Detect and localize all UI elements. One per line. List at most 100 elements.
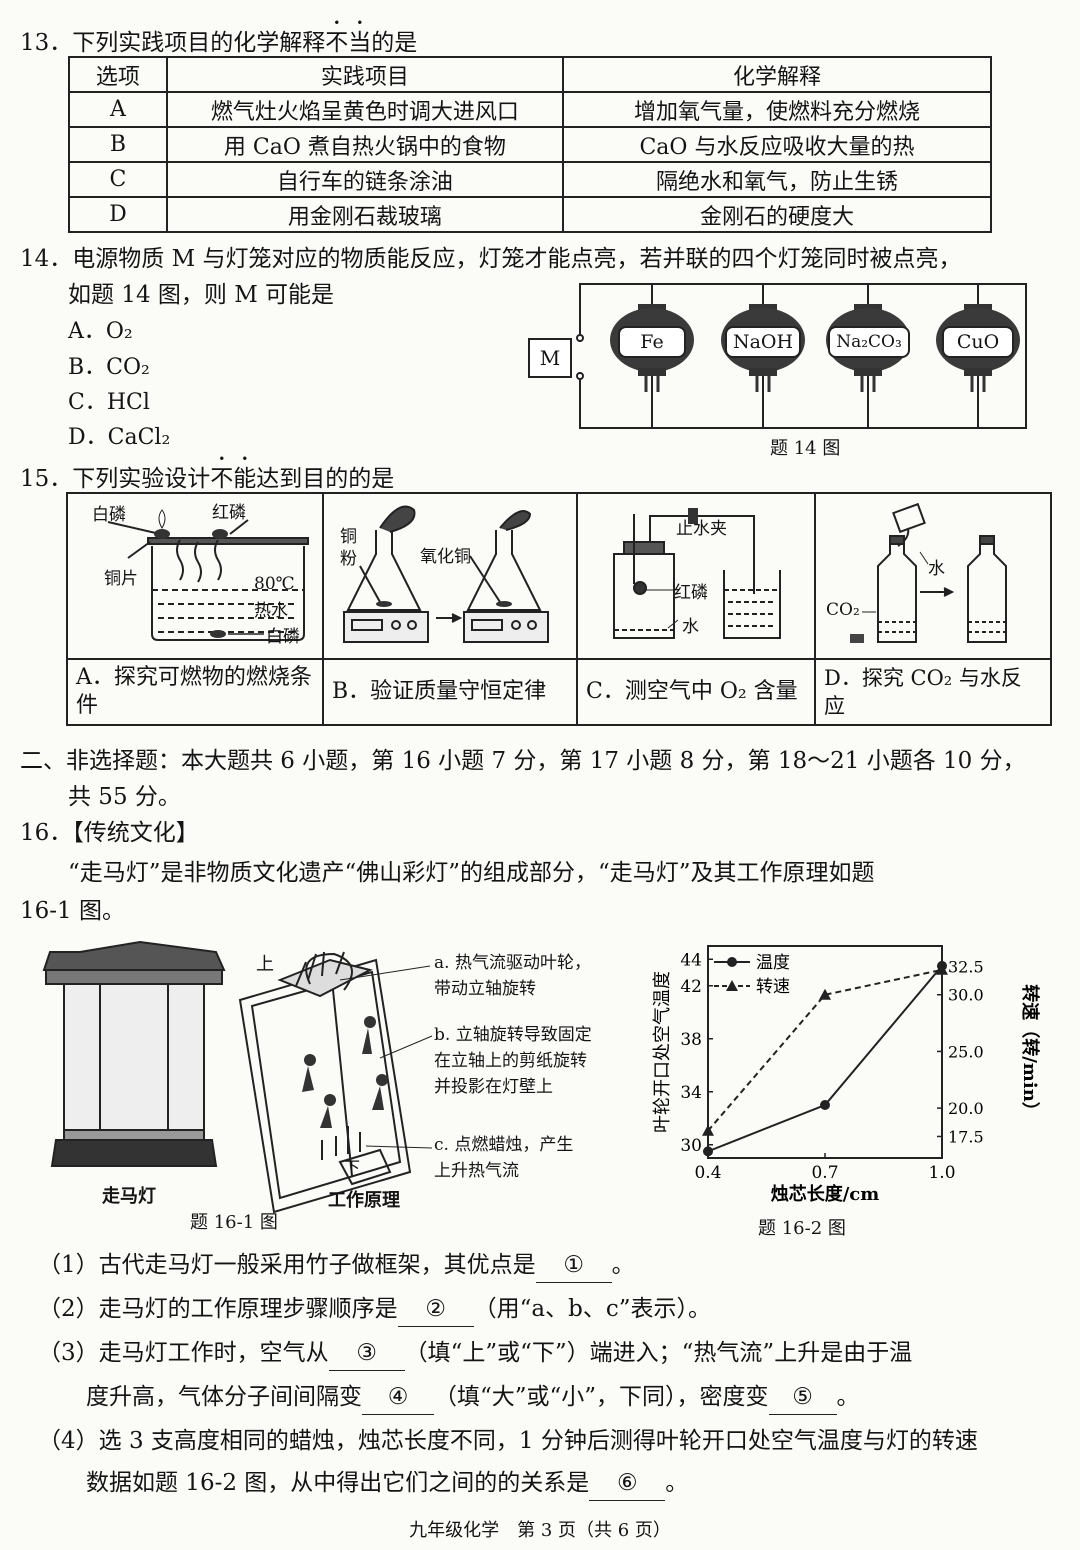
label-copper-oxide: 氧化铜	[420, 547, 471, 567]
q13-header-option: 选项	[68, 56, 168, 93]
label-copper-powder-1: 铜	[340, 527, 357, 547]
cell: C	[68, 161, 168, 198]
q15-caption-a: A．探究可燃物的燃烧条件	[66, 658, 324, 726]
label-hot-water: 热水	[254, 601, 288, 621]
power-source-box: M	[528, 338, 572, 378]
answer-blank-2[interactable]: ②	[397, 1292, 474, 1327]
y-tick-label: 42	[680, 977, 702, 997]
table-row: B 用 CaO 煮自热火锅中的食物 CaO 与水反应吸收大量的热	[68, 126, 993, 163]
q14-option-d: D．CaCl₂	[68, 425, 171, 450]
legend-label-1: 温度	[756, 953, 790, 973]
q15-stem: 15．下列实验设计不能达到目的的是	[20, 466, 395, 492]
legend-marker-1	[727, 957, 737, 967]
q16-intro-line2: 16-1 图。	[20, 898, 125, 924]
answer-blank-5[interactable]: ⑤	[768, 1380, 837, 1415]
lantern-label-fe: Fe	[618, 326, 686, 358]
q14-option-c: C．HCl	[68, 390, 150, 415]
section2-heading-line2: 共 55 分。	[68, 784, 181, 810]
label-water-clamp: 止水夹	[676, 519, 727, 539]
cell: 隔绝水和氧气，防止生锈	[561, 161, 993, 198]
answer-blank-6[interactable]: ⑥	[589, 1466, 666, 1501]
cell: 用 CaO 煮自热火锅中的食物	[165, 126, 564, 163]
y-tick-label: 34	[680, 1083, 702, 1103]
answer-blank-1[interactable]: ①	[535, 1248, 612, 1283]
data-point-1	[820, 1100, 830, 1110]
figure-16-1-caption: 题 16-1 图	[190, 1212, 278, 1233]
step-b-text: b. 立轴旋转导致固定在立轴上的剪纸旋转并投影在灯壁上	[434, 1025, 592, 1097]
answer-blank-3[interactable]: ③	[328, 1336, 405, 1371]
y2-tick-label: 32.5	[948, 957, 984, 976]
paper-cut-figures	[302, 1016, 388, 1128]
data-point-1	[703, 1146, 713, 1157]
q14-figure: M Fe NaOH Na₂CO₃ CuO	[522, 282, 1032, 432]
y-tick-label: 38	[680, 1030, 702, 1050]
label-white-phosphorus-2: 白磷	[266, 627, 300, 647]
table-row: D 用金刚石裁玻璃 金刚石的硬度大	[68, 196, 993, 233]
q15-caption-c: C．测空气中 O₂ 含量	[576, 658, 816, 726]
q14-option-b: B．CO₂	[68, 355, 150, 380]
table-row: A 燃气灶火焰呈黄色时调大进风口 增加氧气量，使燃料充分燃烧	[68, 91, 993, 128]
cell: B	[68, 126, 168, 163]
label-top: 上	[256, 954, 274, 975]
q13-header-row: 选项 实践项目 化学解释	[68, 56, 993, 93]
q13-header-practice: 实践项目	[165, 56, 564, 93]
y2-tick-label: 17.5	[948, 1127, 984, 1146]
cell: 自行车的链条涂油	[165, 161, 564, 198]
cell: CaO 与水反应吸收大量的热	[561, 126, 993, 163]
lantern-label-cuo: CuO	[942, 326, 1014, 358]
data-point-2	[819, 988, 831, 1000]
q14-figure-caption: 题 14 图	[770, 438, 841, 459]
answer-blank-4[interactable]: ④	[362, 1380, 434, 1415]
lantern-label: 走马灯	[102, 1186, 156, 1207]
lantern-illustration	[42, 940, 226, 1167]
label-water-c: 水	[682, 617, 699, 637]
q13-stem: 13．下列实践项目的化学解释不当的是	[20, 30, 418, 56]
data-point-2	[702, 1124, 714, 1136]
q15-table: 白磷 红磷 铜片 80℃ 热水 白磷	[66, 492, 1052, 726]
label-red-phosphorus: 红磷	[212, 503, 246, 523]
y-axis-label: 叶轮开口处空气温度	[652, 971, 673, 1133]
label-water-d: 水	[928, 559, 945, 579]
q16-sub4-line1: （4）选 3 支高度相同的蜡烛，烛芯长度不同，1 分钟后测得叶轮开口处空气温度与…	[38, 1428, 978, 1454]
x-tick-label: 1.0	[928, 1163, 955, 1183]
principle-label: 工作原理	[328, 1190, 400, 1211]
section2-heading-line1: 二、非选择题：本大题共 6 小题，第 16 小题 7 分，第 17 小题 8 分…	[20, 748, 1026, 774]
diagram-b: 铜 粉 氧化铜	[322, 492, 578, 660]
lantern-label-na2co3: Na₂CO₃	[828, 326, 910, 358]
legend-marker-2	[726, 980, 738, 991]
q16-title: 16．【传统文化】	[20, 820, 199, 846]
cell: 用金刚石裁玻璃	[165, 196, 564, 233]
q13-table: 选项 实践项目 化学解释 A 燃气灶火焰呈黄色时调大进风口 增加氧气量，使燃料充…	[68, 56, 993, 233]
q15-caption-d: D．探究 CO₂ 与水反应	[814, 658, 1052, 726]
figure-16-2-caption: 题 16-2 图	[758, 1218, 846, 1239]
q15-caption-b: B．验证质量守恒定律	[322, 658, 578, 726]
page-footer: 九年级化学 第 3 页（共 6 页）	[409, 1520, 671, 1541]
legend-label-2: 转速	[756, 977, 790, 997]
q16-intro-line1: “走马灯”是非物质文化遗产“佛山彩灯”的组成部分，“走马灯”及其工作原理如题	[68, 860, 875, 886]
y2-tick-label: 20.0	[948, 1099, 984, 1118]
diagram-d: 水 CO₂	[814, 492, 1052, 660]
table-row: C 自行车的链条涂油 隔绝水和氧气，防止生锈	[68, 161, 993, 198]
step-c-text: c. 点燃蜡烛，产生上升热气流	[434, 1135, 574, 1181]
cell: 增加氧气量，使燃料充分燃烧	[561, 91, 993, 128]
data-point-2	[936, 963, 948, 975]
cell: 金刚石的硬度大	[561, 196, 993, 233]
label-copper-sheet: 铜片	[104, 569, 138, 589]
step-a-text: a. 热气流驱动叶轮，带动立轴旋转	[434, 953, 591, 999]
y-tick-label: 30	[680, 1136, 702, 1156]
q13-header-explanation: 化学解释	[561, 56, 993, 93]
y2-tick-label: 30.0	[948, 986, 984, 1005]
cell: 燃气灶火焰呈黄色时调大进风口	[165, 91, 564, 128]
diagram-a: 白磷 红磷 铜片 80℃ 热水 白磷	[66, 492, 324, 660]
q16-figure-1: 走马灯 工作原理 上 下 a. 热气流驱动叶轮，带动立轴旋转 b. 立轴旋转导致…	[40, 940, 640, 1240]
y2-tick-label: 25.0	[948, 1042, 984, 1061]
x-tick-label: 0.7	[811, 1163, 838, 1183]
q14-stem-line2: 如题 14 图，则 M 可能是	[68, 282, 335, 308]
label-bottom: 下	[344, 1158, 361, 1177]
